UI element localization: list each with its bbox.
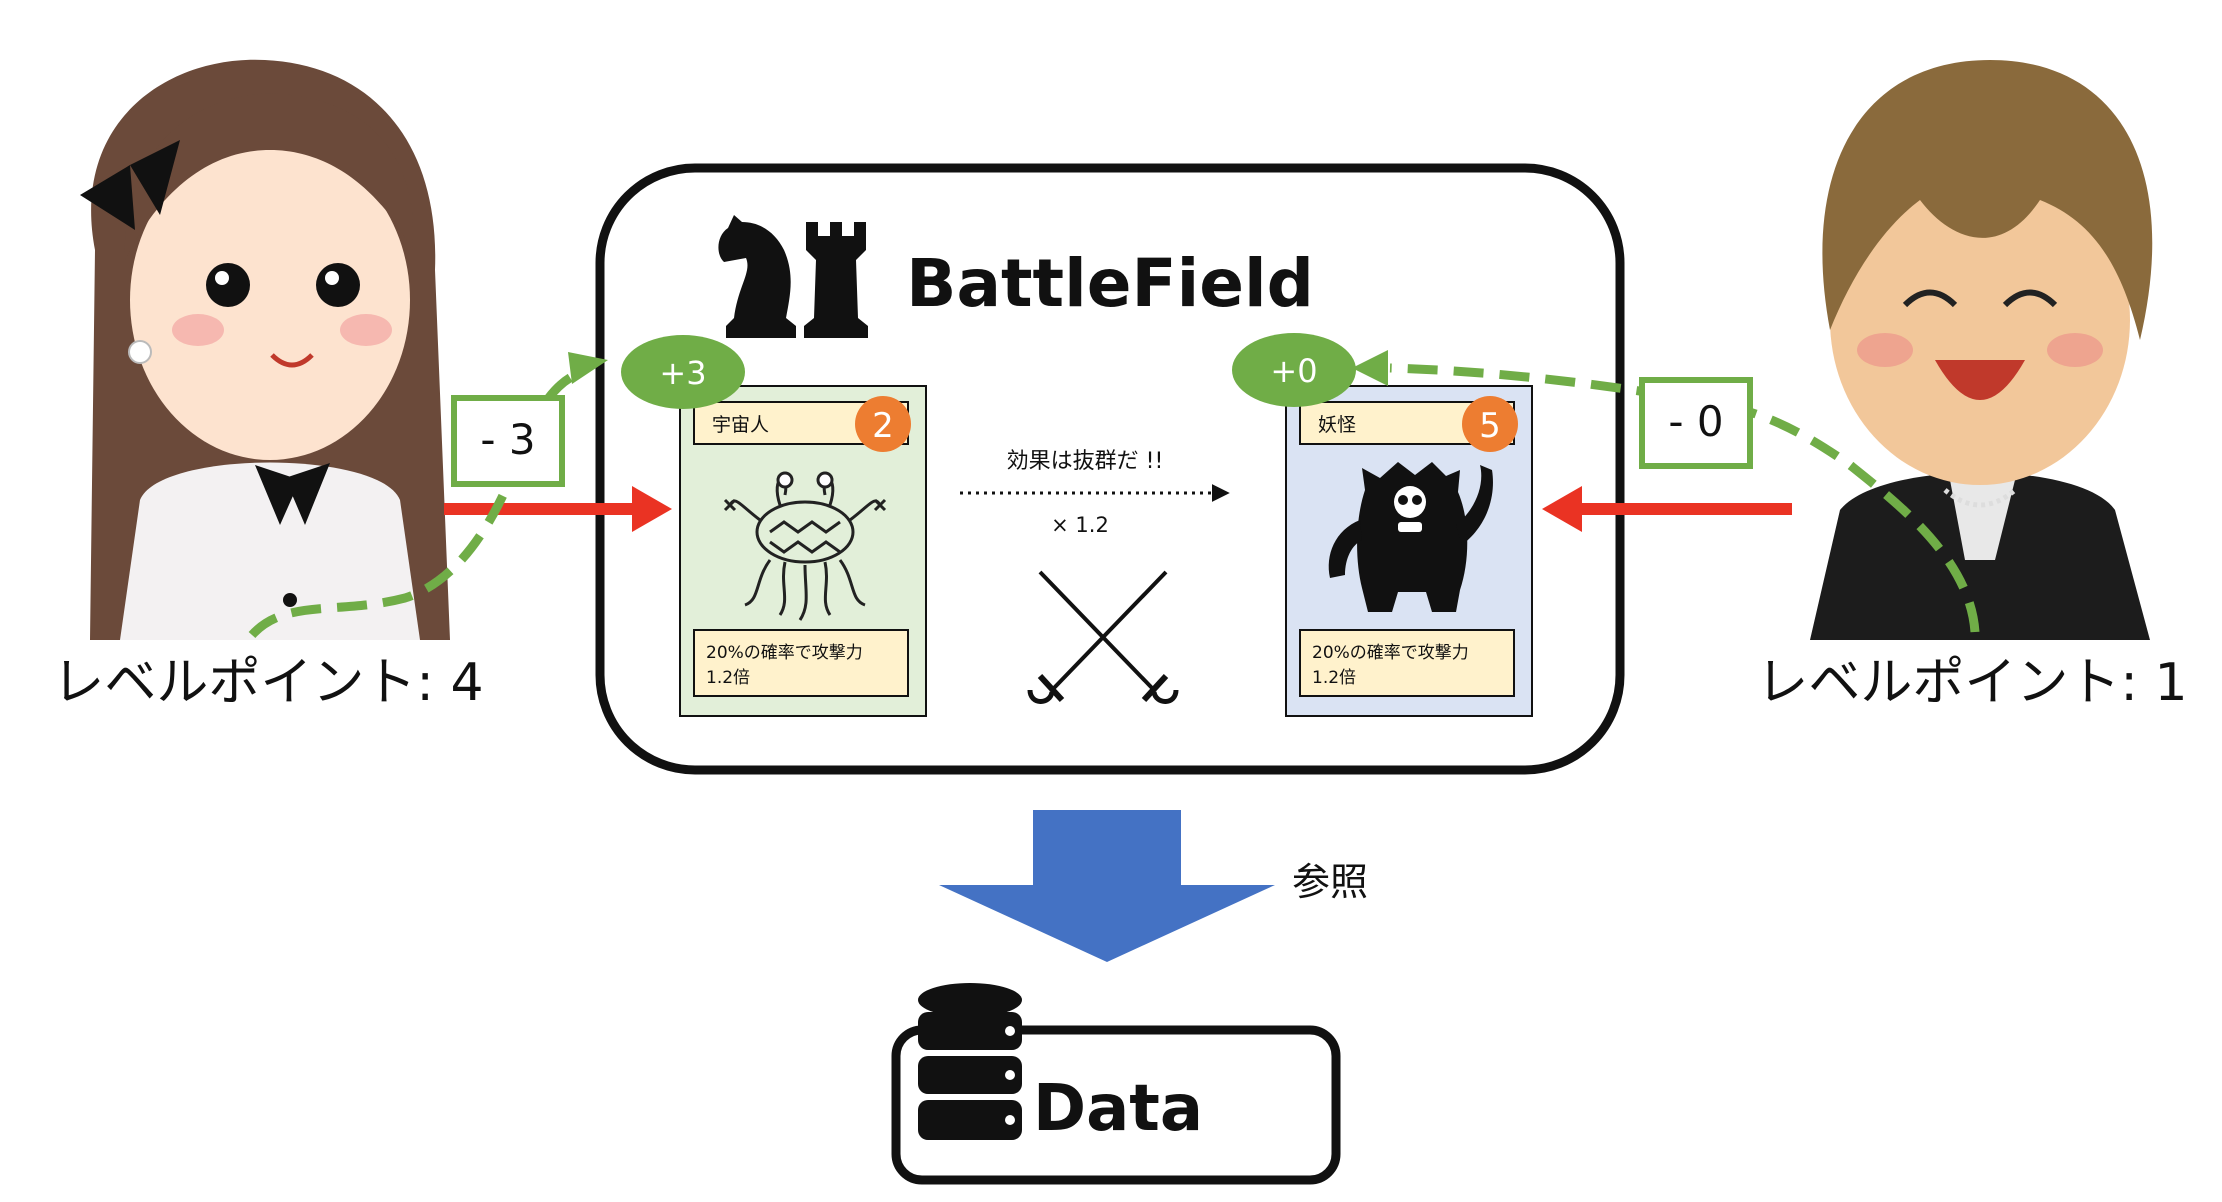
card-right-effect-line1: 20%の確率で攻撃力 <box>1312 643 1469 663</box>
effect-message: 効果は抜群だ !! <box>1007 449 1164 474</box>
effect-multiplier: × 1.2 <box>1051 513 1109 537</box>
crossed-swords-icon <box>1027 570 1179 704</box>
level-flow-right-head <box>1352 350 1388 386</box>
database-label: Data <box>1033 1072 1203 1146</box>
cost-label-left: - 3 <box>480 415 535 464</box>
cost-box-right <box>1639 377 1753 469</box>
cost-box-left <box>451 395 565 487</box>
reference-arrow <box>939 810 1275 962</box>
alien-icon <box>723 471 887 621</box>
card-left-effect-box <box>693 629 909 697</box>
card-left-name: 宇宙人 <box>712 414 769 436</box>
chess-rook-icon <box>804 222 868 338</box>
card-right-name: 妖怪 <box>1318 414 1356 436</box>
card-left-level-badge <box>855 396 911 452</box>
monster-icon <box>1328 462 1493 612</box>
card-right-level: 5 <box>1479 406 1501 446</box>
database-icon <box>918 983 1022 1140</box>
level-label-right: レベルポイント: 1 <box>1756 653 2187 713</box>
bonus-label-left: +3 <box>659 354 706 392</box>
level-flow-left <box>248 367 584 639</box>
attack-arrow-left <box>444 486 672 532</box>
reference-label: 参照 <box>1292 860 1368 904</box>
card-right[interactable]: 妖怪 5 20%の確率で攻撃力 1.2倍 <box>1285 385 1533 717</box>
bonus-label-right: +0 <box>1270 352 1317 390</box>
girl-avatar-icon <box>80 59 450 640</box>
level-label-left: レベルポイント: 4 <box>52 653 483 713</box>
bonus-badge-left <box>621 335 745 409</box>
cost-label-right: - 0 <box>1668 397 1723 446</box>
card-right-effect-box <box>1299 629 1515 697</box>
card-right-effect-line2: 1.2倍 <box>1312 668 1356 688</box>
attack-arrow-right <box>1542 486 1792 532</box>
card-left-effect-line1: 20%の確率で攻撃力 <box>706 643 863 663</box>
bonus-badge-right <box>1232 333 1356 407</box>
card-left[interactable]: 宇宙人 2 20%の確率で攻撃力 1.2倍 <box>679 385 927 717</box>
chess-knight-icon <box>718 215 796 338</box>
boy-avatar-icon <box>1810 60 2153 640</box>
battlefield-title: BattleField <box>906 245 1314 322</box>
card-left-effect-line2: 1.2倍 <box>706 668 750 688</box>
level-flow-left-head <box>568 352 608 384</box>
card-right-level-badge <box>1462 396 1518 452</box>
level-flow-right <box>1389 363 1980 633</box>
card-left-level: 2 <box>872 406 894 446</box>
